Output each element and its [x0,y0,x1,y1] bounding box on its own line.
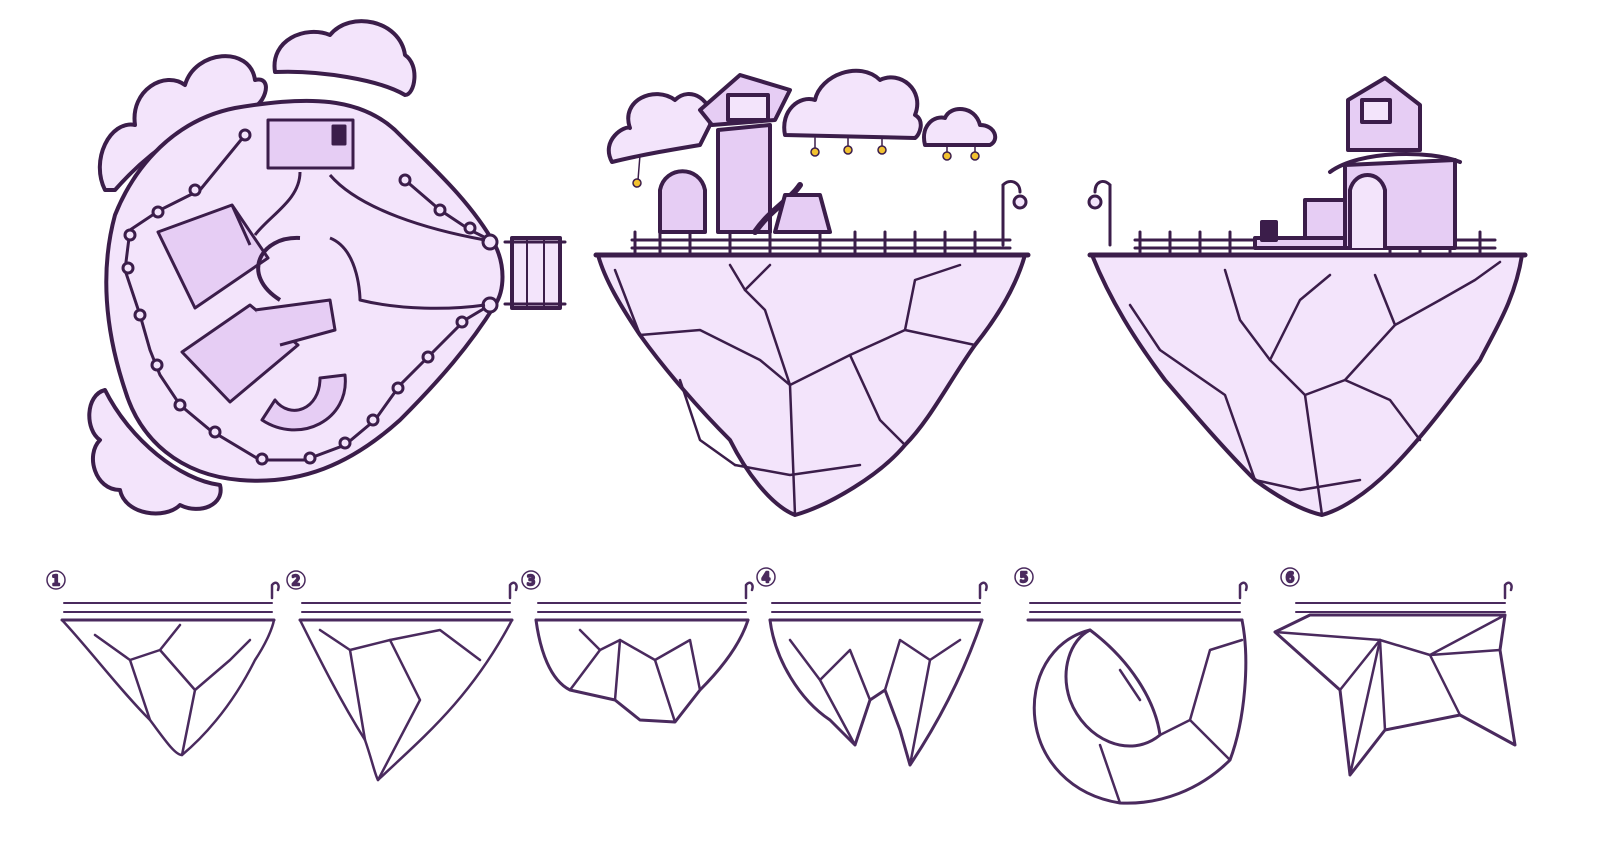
concept-6-badge [1280,567,1300,587]
map-barn [156,203,270,310]
concept-1-badge [46,570,66,590]
barn-front [658,169,707,234]
concept-row: 1 2 3 [46,567,1517,805]
rock-body-front [596,253,1027,517]
concept-4-label: 4 [762,571,770,586]
cloud-bottom-left [87,388,223,516]
concept-6-label: 6 [1286,571,1294,586]
tower [716,123,772,234]
island-top-view [87,19,567,516]
concept-5-label: 5 [1020,571,1028,586]
concept-1-label: 1 [52,574,60,589]
cloud-mid-2 [782,68,923,140]
lamp-post-right [1001,180,1028,247]
cloud-mid-1 [607,92,713,164]
concept-5: 5 [1014,567,1248,805]
fence-front [630,220,1012,254]
map-stairs [260,373,347,432]
lamp-post-left [1087,180,1112,247]
cloud-mid-3 [922,107,998,147]
concept-4-badge [756,567,776,587]
cloud-top-middle [272,19,417,97]
dock [510,236,562,310]
concept-1: 1 [46,570,280,757]
concept-2: 2 [286,570,518,782]
map-buildings [156,118,486,432]
shed-front [773,193,832,234]
star-lights [632,137,980,188]
concept-2-badge [286,570,306,590]
concept-2-label: 2 [292,574,300,589]
island-side-view-back [1087,76,1528,517]
concept-3-badge [521,570,541,590]
concept-3-label: 3 [527,574,535,589]
concept-4: 4 [756,567,988,767]
concept-3: 3 [521,570,754,724]
island-side-view-front [593,68,1031,517]
concept-5-badge [1014,567,1034,587]
concept-6: 6 [1273,567,1517,777]
